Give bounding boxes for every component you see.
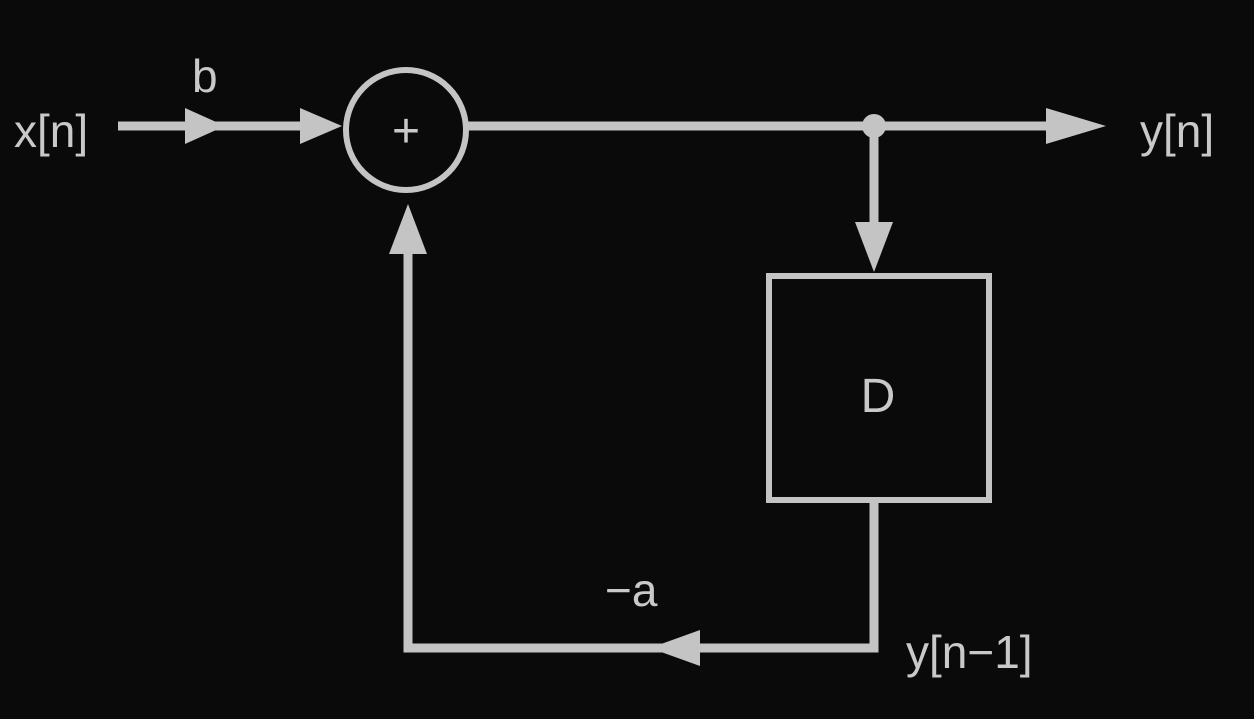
delay-label: D [861,370,896,423]
adder-input-arrow [300,108,342,144]
delayed-output-label: y[n−1] [906,626,1033,678]
adder-feedback-arrow [389,204,427,254]
output-label: y[n] [1140,105,1214,157]
gain-b-label: b [192,50,218,102]
delay-input-arrow [855,222,893,272]
adder-symbol: + [392,105,420,158]
delay-block [766,273,992,503]
input-label: x[n] [14,105,88,157]
feedback-gain-arrow [650,630,700,666]
gain-b-arrow [185,108,225,144]
feedback-line [403,240,879,653]
output-arrow [1046,108,1106,144]
feedback-gain-label: −a [605,564,658,616]
